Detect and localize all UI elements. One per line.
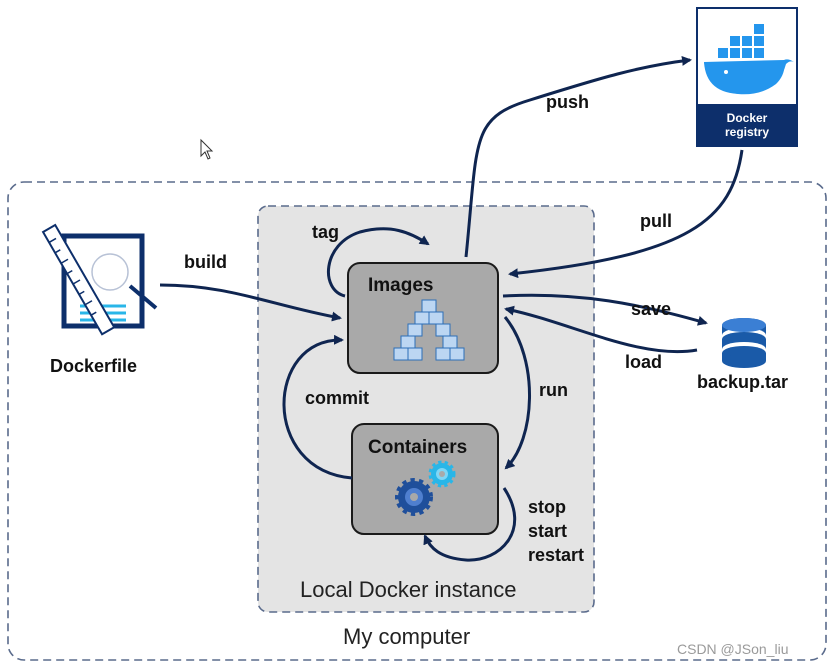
arrow-save [502,293,708,326]
watermark-text: CSDN @JSon_liu [677,641,789,657]
dockerfile-icon [41,223,158,336]
my-computer-label: My computer [343,624,471,649]
arrow-build [159,283,342,322]
arrow-tag [326,227,430,298]
registry-line-2: registry [724,125,770,139]
tag-label: tag [312,222,339,242]
arrow-stop-start-restart [423,487,517,562]
image-cubes-icon [393,299,465,361]
arrow-commit [282,334,353,480]
build-label: build [184,252,227,272]
backup-label: backup.tar [697,372,789,392]
arrow-pull [508,149,744,279]
gear-icon [395,478,433,516]
gear-icon [428,460,456,488]
restart-label: restart [528,545,585,565]
containers-title: Containers [368,437,468,458]
arrow-load [504,305,698,354]
stop-label: stop [528,497,566,517]
arrow-run [503,316,531,470]
registry-line-1: Docker [726,111,768,125]
pull-label: pull [640,211,672,231]
run-label: run [539,380,568,400]
commit-label: commit [305,388,370,408]
load-label: load [625,352,663,372]
docker-whale-icon [704,24,794,95]
push-label: push [546,92,589,112]
save-label: save [631,299,672,319]
docker-registry-label: Docker registry [697,111,797,139]
images-title: Images [368,275,434,296]
local-docker-instance-label: Local Docker instance [300,577,517,602]
mouse-cursor-icon [200,138,214,160]
containers-box [351,423,499,535]
dockerfile-label: Dockerfile [50,356,138,376]
database-icon [722,318,766,368]
arrow-push [464,55,692,258]
lifecycle-ops-label: stop start restart [528,495,584,567]
start-label: start [528,521,568,541]
